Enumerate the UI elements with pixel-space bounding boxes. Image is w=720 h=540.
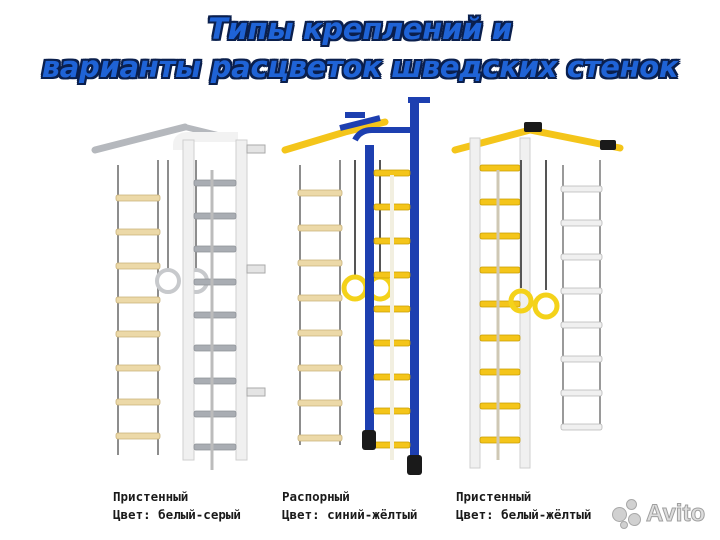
mount-type-label: Распорный bbox=[282, 489, 350, 504]
avito-watermark: Avito bbox=[612, 499, 706, 529]
rung bbox=[115, 296, 161, 304]
color-label: Цвет: белый-жёлтый bbox=[456, 507, 592, 522]
rung bbox=[479, 334, 521, 342]
mount-type-label: Пристенный bbox=[113, 489, 189, 504]
rung bbox=[115, 228, 161, 236]
rung bbox=[193, 410, 237, 418]
rung bbox=[297, 364, 343, 372]
rung bbox=[560, 185, 603, 193]
rung bbox=[560, 253, 603, 261]
rung bbox=[479, 436, 521, 444]
rung bbox=[297, 329, 343, 337]
rung bbox=[479, 266, 521, 274]
rung bbox=[115, 194, 161, 202]
rung bbox=[297, 189, 343, 197]
rung bbox=[193, 278, 237, 286]
rung bbox=[115, 262, 161, 270]
rung bbox=[193, 245, 237, 253]
avito-watermark-text: Avito bbox=[645, 500, 706, 528]
rung bbox=[115, 330, 161, 338]
rung bbox=[560, 355, 603, 363]
rung bbox=[115, 432, 161, 440]
wall-bars-blue-yellow bbox=[281, 97, 430, 475]
wall-bars-white-yellow bbox=[451, 122, 624, 469]
rung bbox=[297, 434, 343, 442]
rung bbox=[297, 259, 343, 267]
product-caption-2: Распорный Цвет: синий-жёлтый bbox=[282, 488, 417, 524]
page-title-line-2: варианты расцветок шведских стенок bbox=[41, 50, 679, 84]
rung bbox=[193, 311, 237, 319]
color-label: Цвет: белый-серый bbox=[113, 507, 241, 522]
rung bbox=[479, 368, 521, 376]
rung bbox=[193, 443, 237, 451]
rung bbox=[479, 164, 521, 172]
rung bbox=[193, 212, 237, 220]
rung bbox=[560, 389, 603, 397]
rung bbox=[115, 398, 161, 406]
rung bbox=[479, 198, 521, 206]
product-caption-3: Пристенный Цвет: белый-жёлтый bbox=[456, 488, 591, 524]
rung bbox=[193, 344, 237, 352]
rung bbox=[297, 224, 343, 232]
rung bbox=[560, 287, 603, 295]
color-label: Цвет: синий-жёлтый bbox=[282, 507, 418, 522]
rung bbox=[560, 219, 603, 227]
rung bbox=[479, 402, 521, 410]
rung bbox=[479, 232, 521, 240]
mount-type-label: Пристенный bbox=[456, 489, 532, 504]
rung bbox=[560, 423, 603, 431]
rung bbox=[297, 399, 343, 407]
avito-logo-icon bbox=[612, 499, 642, 529]
rung bbox=[193, 377, 237, 385]
wall-bars-white-gray bbox=[91, 123, 266, 470]
rung bbox=[560, 321, 603, 329]
rung bbox=[297, 294, 343, 302]
product-caption-1: Пристенный Цвет: белый-серый bbox=[113, 488, 241, 524]
page-title-line-1: Типы креплений и bbox=[208, 12, 512, 46]
rung bbox=[193, 179, 237, 187]
rung bbox=[115, 364, 161, 372]
